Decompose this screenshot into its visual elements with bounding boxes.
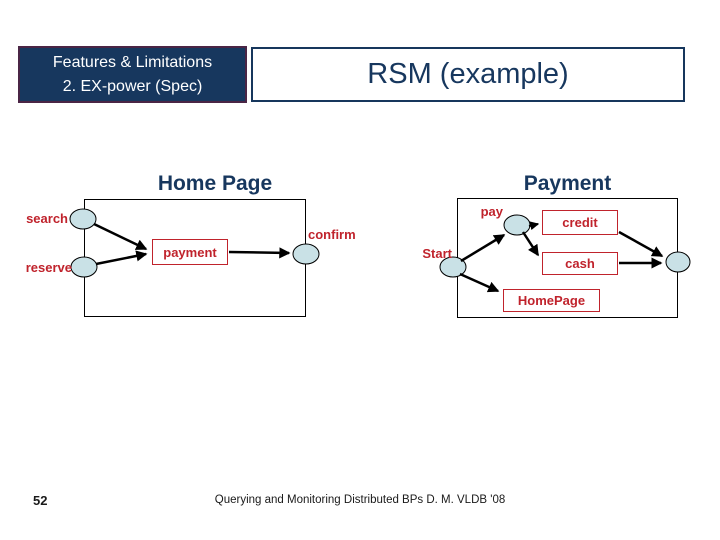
activity-box-payment: payment — [152, 239, 228, 265]
section-header-line2: 2. EX-power (Spec) — [62, 77, 203, 95]
payment-machine-title: Payment — [523, 172, 612, 195]
activity-box-homepage: HomePage — [503, 289, 600, 312]
section-header-box: Features & Limitations 2. EX-power (Spec… — [18, 46, 247, 103]
state-label-confirm: confirm — [308, 227, 356, 242]
state-label-search: search — [26, 211, 68, 226]
state-label-pay: pay — [480, 204, 503, 219]
state-label-start: Start — [422, 246, 452, 261]
slide-number: 52 — [33, 493, 48, 508]
activity-box-credit: credit — [542, 210, 618, 235]
home-page-machine-title: Home Page — [157, 172, 273, 195]
state-label-reserve: reserve — [25, 260, 72, 275]
slide-title: RSM (example) — [251, 47, 685, 102]
activity-box-cash: cash — [542, 252, 618, 275]
footer-citation: Querying and Monitoring Distributed BPs … — [214, 494, 506, 506]
section-header-line1: Features & Limitations — [52, 53, 213, 71]
